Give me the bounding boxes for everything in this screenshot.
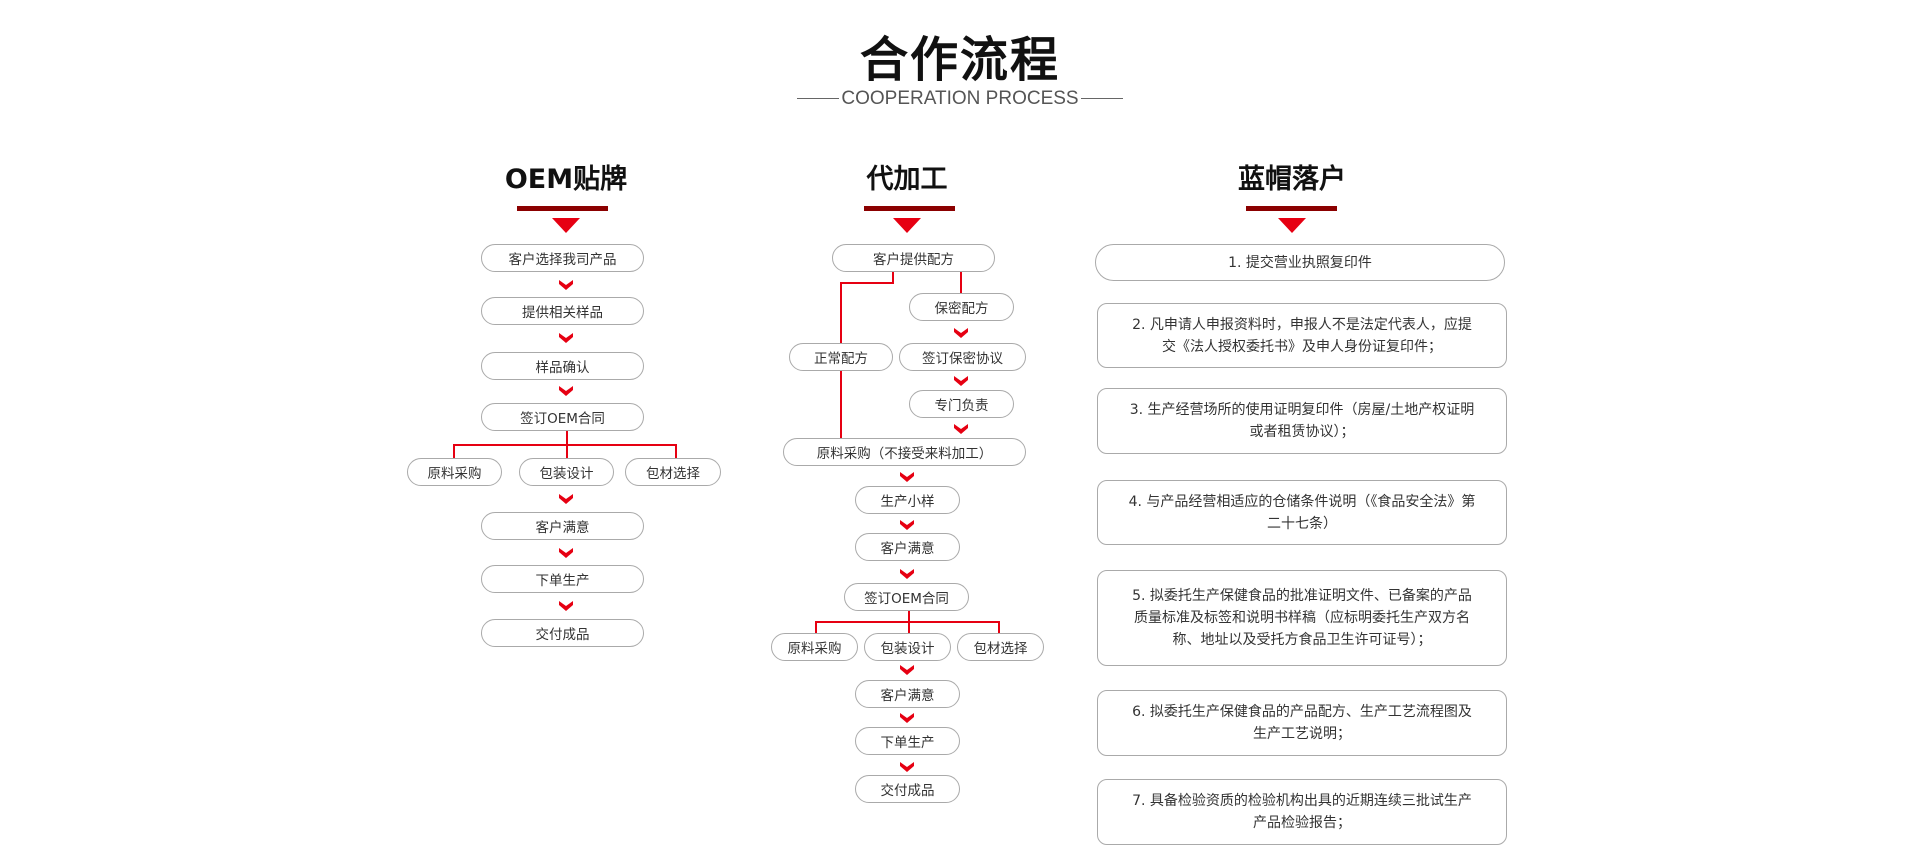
chevron-down-icon	[559, 601, 573, 611]
bluehat-title: 蓝帽落户	[1238, 164, 1346, 195]
flow-branch: 原料采购	[771, 633, 858, 661]
subtitle-text: COOPERATION PROCESS	[841, 88, 1079, 109]
flow-step: 下单生产	[481, 565, 644, 593]
flow-step: 交付成品	[481, 619, 644, 647]
flow-branch: 包材选择	[957, 633, 1044, 661]
requirement-item: 7. 具备检验资质的检验机构出具的近期连续三批试生产产品检验报告；	[1097, 779, 1507, 845]
chevron-down-icon	[559, 548, 573, 558]
flow-step: 客户满意	[855, 533, 960, 561]
chevron-down-icon	[900, 762, 914, 772]
requirement-item: 1. 提交营业执照复印件	[1095, 244, 1505, 281]
requirement-item: 2. 凡申请人申报资料时，申报人不是法定代表人，应提交《法人授权委托书》及申人身…	[1097, 303, 1507, 368]
title-underline	[1246, 206, 1337, 211]
flow-start: 客户提供配方	[832, 244, 995, 272]
chevron-down-icon	[900, 713, 914, 723]
chevron-down-icon	[900, 472, 914, 482]
flow-step: 客户满意	[481, 512, 644, 540]
chevron-down-icon	[900, 569, 914, 579]
flow-step: 签订OEM合同	[481, 403, 644, 431]
title-underline	[864, 206, 955, 211]
chevron-down-icon	[954, 376, 968, 386]
flow-step: 生产小样	[855, 486, 960, 514]
flow-step: 保密配方	[909, 293, 1014, 321]
chevron-down-icon	[559, 494, 573, 504]
triangle-down-icon	[552, 218, 580, 233]
chevron-down-icon	[900, 665, 914, 675]
flow-branch: 包装设计	[519, 458, 614, 486]
connector-line	[892, 272, 894, 284]
flow-step: 签订保密协议	[899, 343, 1026, 371]
connector-line	[998, 621, 1000, 633]
flow-step: 客户选择我司产品	[481, 244, 644, 272]
flow-branch: 包材选择	[625, 458, 721, 486]
connector-line	[453, 444, 677, 446]
chevron-down-icon	[559, 386, 573, 396]
chevron-down-icon	[900, 520, 914, 530]
connector-line	[453, 444, 455, 458]
chevron-down-icon	[559, 333, 573, 343]
requirement-item: 4. 与产品经营相适应的仓储条件说明（《食品安全法》第二十七条）	[1097, 480, 1507, 545]
page-subtitle: COOPERATION PROCESS	[0, 88, 1920, 110]
requirement-item: 6. 拟委托生产保健食品的产品配方、生产工艺流程图及生产工艺说明；	[1097, 690, 1507, 756]
flow-step: 交付成品	[855, 775, 960, 803]
requirement-item: 5. 拟委托生产保健食品的批准证明文件、已备案的产品质量标准及标签和说明书样稿（…	[1097, 570, 1507, 666]
flow-step: 提供相关样品	[481, 297, 644, 325]
chevron-down-icon	[559, 280, 573, 290]
flow-step: 专门负责	[909, 390, 1014, 418]
title-underline	[517, 206, 608, 211]
connector-line	[960, 272, 962, 293]
flow-step: 样品确认	[481, 352, 644, 380]
connector-line	[675, 444, 677, 458]
flow-branch: 原料采购	[407, 458, 502, 486]
flow-step: 原料采购（不接受来料加工）	[783, 438, 1026, 466]
page-title: 合作流程	[859, 32, 1060, 88]
flow-step: 客户满意	[855, 680, 960, 708]
processing-title: 代加工	[866, 164, 948, 195]
connector-line	[815, 621, 817, 633]
chevron-down-icon	[954, 328, 968, 338]
requirement-item: 3. 生产经营场所的使用证明复印件（房屋/土地产权证明或者租赁协议）；	[1097, 388, 1507, 454]
flow-step: 签订OEM合同	[844, 583, 969, 611]
chevron-down-icon	[954, 424, 968, 434]
flow-branch: 包装设计	[864, 633, 951, 661]
oem-title: OEM贴牌	[504, 164, 628, 195]
flow-step: 正常配方	[789, 343, 893, 371]
triangle-down-icon	[893, 218, 921, 233]
connector-line	[840, 282, 894, 284]
triangle-down-icon	[1278, 218, 1306, 233]
connector-line	[815, 621, 1000, 623]
flow-step: 下单生产	[855, 727, 960, 755]
